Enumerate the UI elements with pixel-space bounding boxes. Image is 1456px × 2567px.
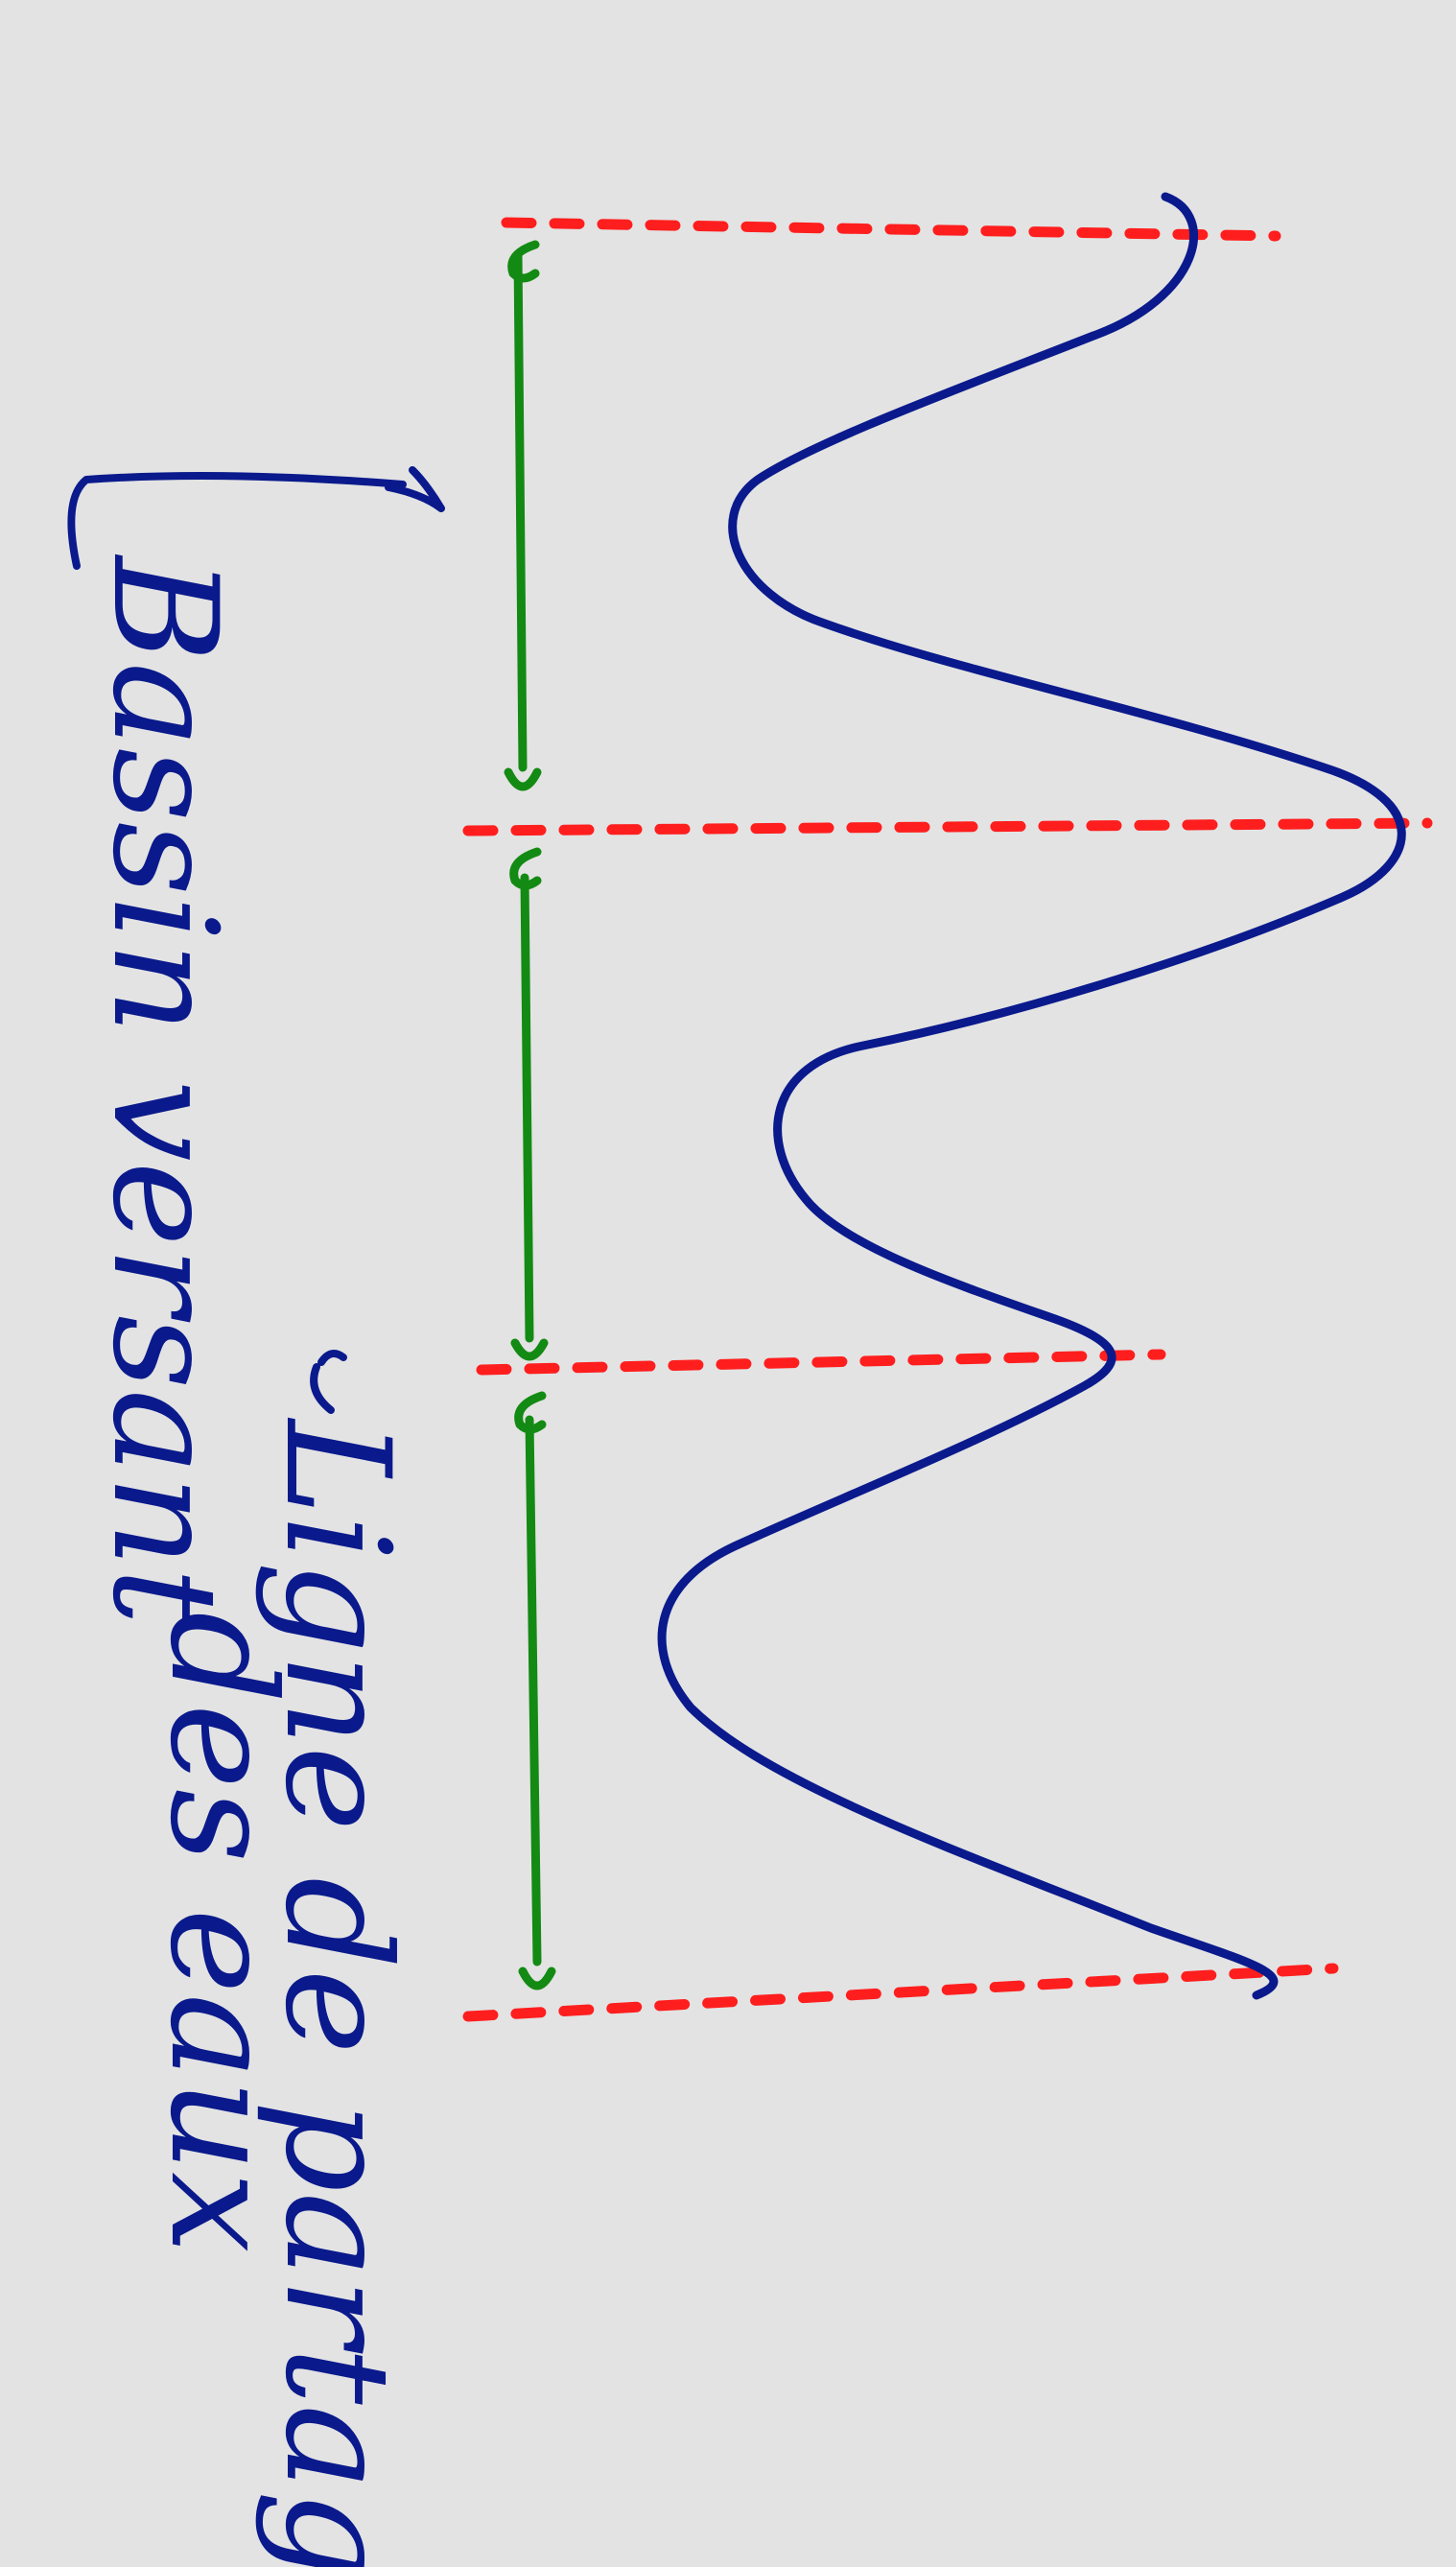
relief-curve <box>657 192 1406 2000</box>
divide-line-2 <box>462 817 1433 836</box>
divide-line-4 <box>462 1963 1339 2022</box>
divide-line-3 <box>476 1349 1166 1376</box>
divide-line-1 <box>501 217 1281 242</box>
divide-pointer <box>310 1350 347 1414</box>
basin-arrow-3 <box>514 1391 556 1990</box>
basin-arrow-2 <box>509 847 549 1361</box>
basin-pointer <box>67 466 445 570</box>
divide-label-line2: des eaux <box>138 1612 305 2253</box>
divide-label-line1: Ligne de partage <box>253 1417 420 2567</box>
basin-arrow-1 <box>504 240 542 791</box>
basin-label: Bassin versant <box>81 553 247 1626</box>
